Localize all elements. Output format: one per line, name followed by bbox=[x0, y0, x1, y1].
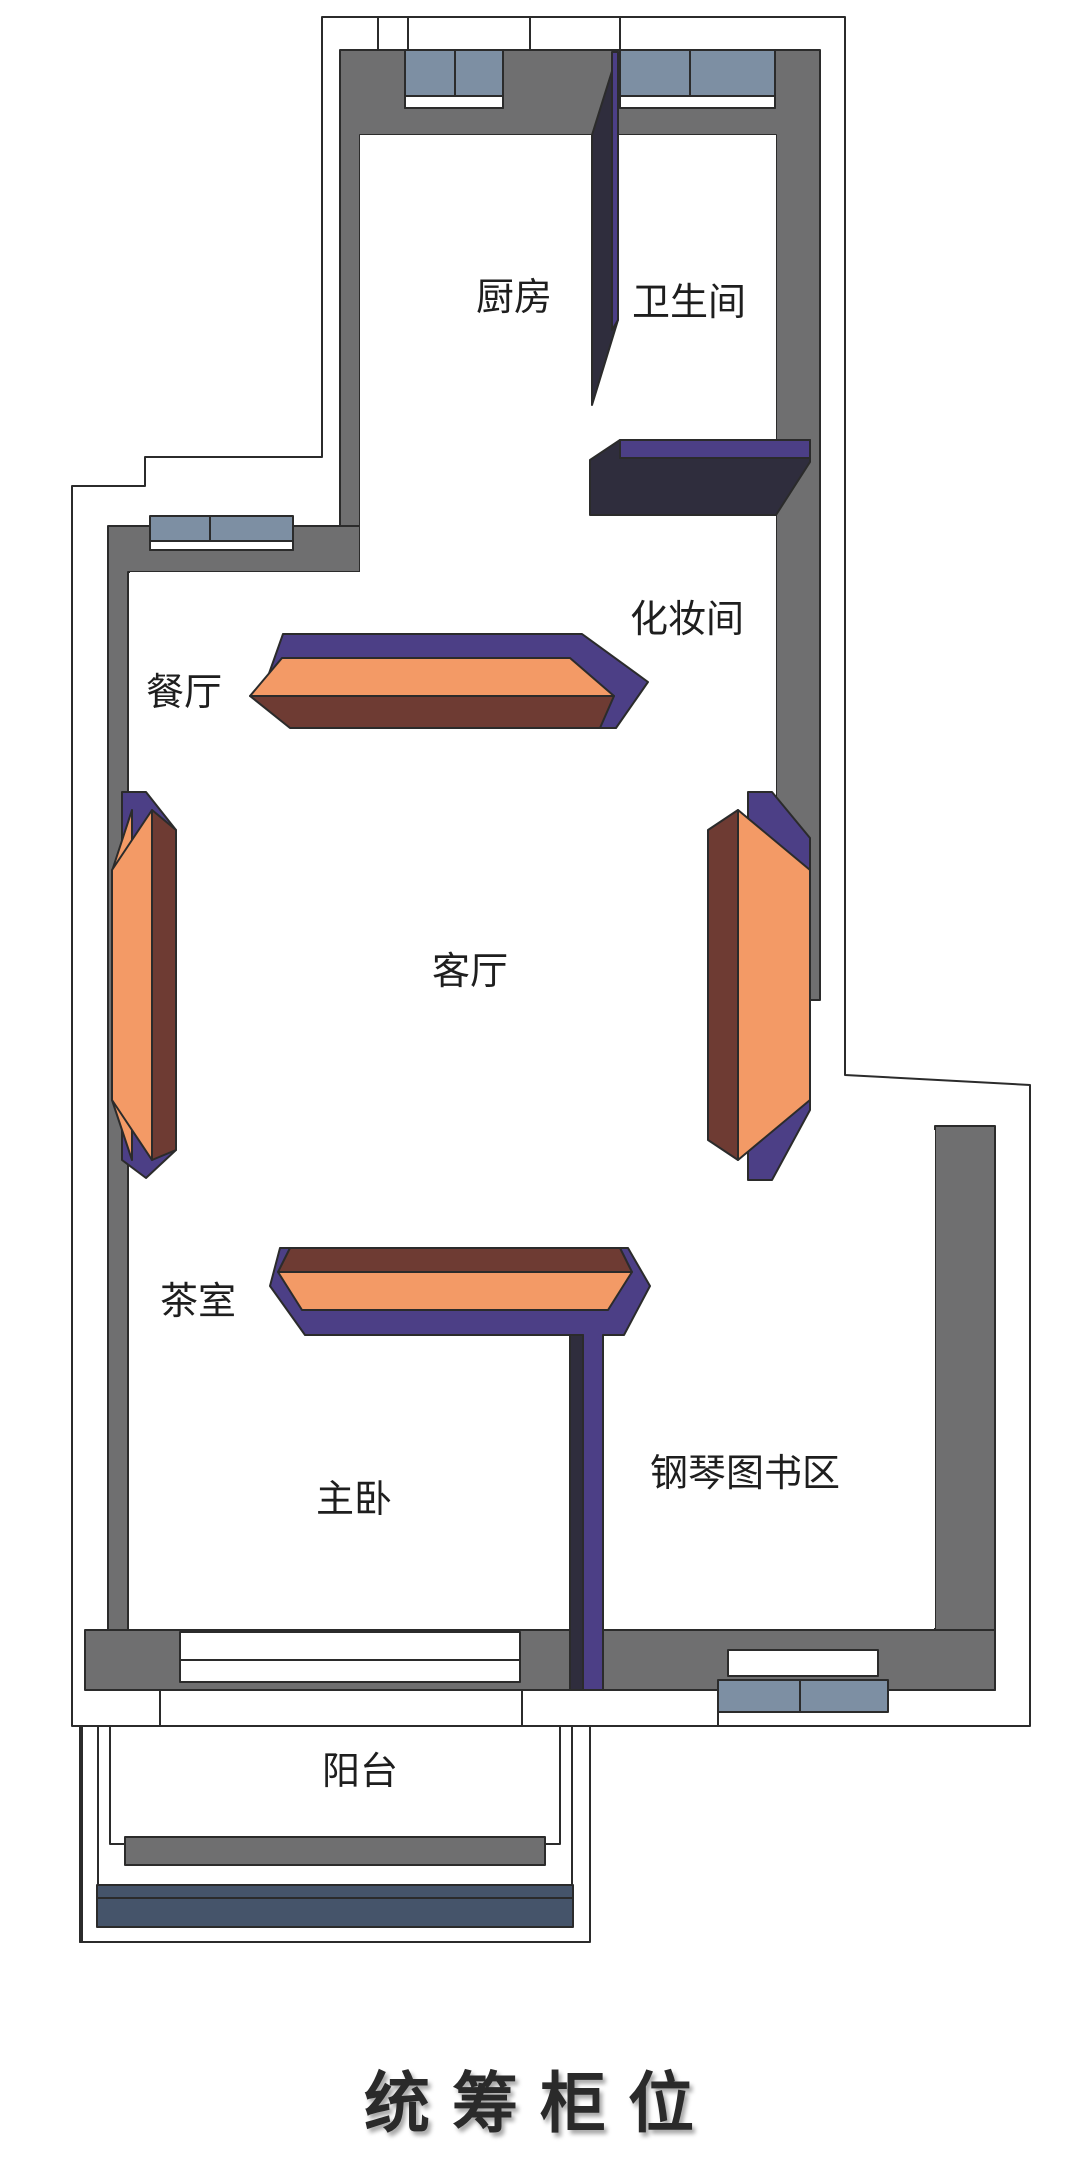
room-label-kitchen: 厨房 bbox=[476, 275, 553, 319]
balcony-ledge bbox=[124, 1836, 546, 1866]
room-label-tea: 茶室 bbox=[160, 1279, 237, 1323]
balcony-rail bbox=[96, 1884, 574, 1928]
room-label-bathroom: 卫生间 bbox=[632, 280, 747, 324]
diagram-title: 统筹柜位 bbox=[364, 2065, 716, 2142]
room-label-living: 客厅 bbox=[432, 949, 509, 993]
room-label-dressing: 化妆间 bbox=[630, 597, 745, 641]
piano-window bbox=[717, 1679, 889, 1713]
master-window bbox=[179, 1631, 521, 1683]
room-label-master: 主卧 bbox=[316, 1477, 393, 1521]
right-lower-wall bbox=[934, 1125, 996, 1691]
room-label-dining: 餐厅 bbox=[146, 670, 223, 714]
room-label-piano: 钢琴图书区 bbox=[650, 1451, 841, 1495]
room-label-balcony: 阳台 bbox=[322, 1749, 399, 1793]
